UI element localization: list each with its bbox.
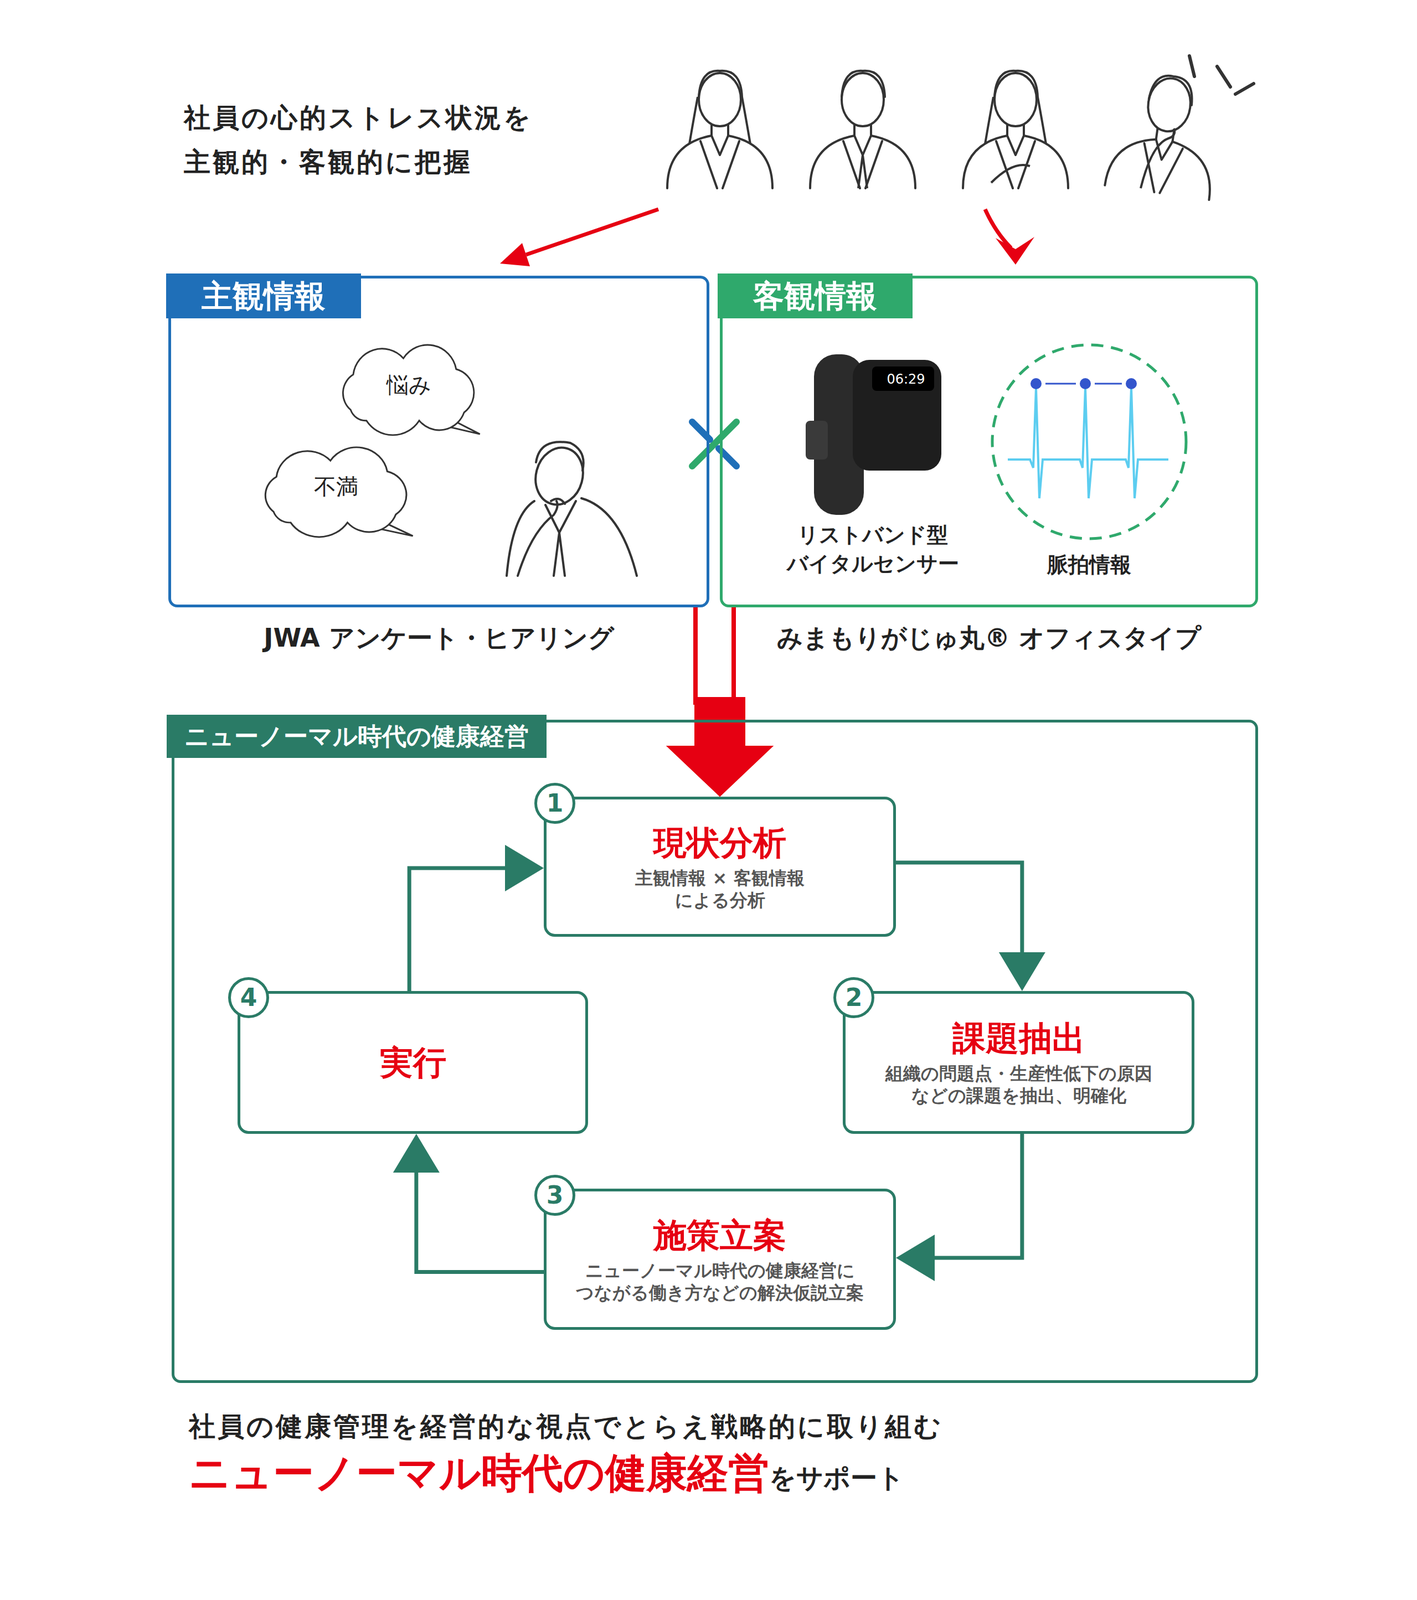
tie [553,532,565,576]
flow-arrow [409,844,544,992]
employee [1104,69,1226,201]
slogan-row: ニューノーマル時代の健康経営をサポート [188,1446,905,1502]
step-title: 課題抽出 [952,1018,1086,1059]
employees [667,55,1254,200]
speech-bubble: 悩み [329,339,488,437]
buckle [805,420,828,460]
flow-arrow [666,607,774,797]
step-title: 現状分析 [653,822,787,863]
step-title: 施策立案 [653,1215,787,1256]
slogan-emphasis: ニューノーマル時代の健康経営 [188,1446,770,1502]
feed-line [719,607,734,703]
step-body: ニューノーマル時代の健康経営に つながる働き方などの解決仮説立案 [559,1259,880,1305]
dashed-circle [992,344,1187,539]
panel-heading: ニューノーマル時代の健康経営 [166,714,547,759]
hand [550,498,565,504]
bubble-text: 悩み [386,369,432,401]
step-body: 組織の問題点・生産性低下の原因 などの課題を抽出、明確化 [861,1062,1177,1107]
connector-line [409,868,506,992]
red-arrow [526,209,659,255]
process-box: 現状分析主観情報 × 客観情報 による分析1 [543,796,896,937]
fat-arrow [666,697,774,797]
panel-heading: 客観情報 [717,273,913,319]
module [852,359,942,471]
hair [536,441,584,471]
feed-line [695,607,720,703]
panel-caption: JWA アンケート・ヒアリング [171,621,707,656]
hair [689,96,751,144]
cross-line [692,421,737,467]
interval-line [1045,383,1076,385]
peak-dot [1125,378,1137,390]
hair [985,96,1046,144]
head [529,442,590,510]
employee [667,70,773,189]
arrow-head [500,243,530,267]
bubble-cloud [265,447,407,538]
arm [1140,128,1175,189]
process-box: 実行4 [237,991,589,1135]
pulse-figure [992,344,1187,539]
caption-text: 社員の健康管理を経営的な視点でとらえ戦略的に取り組む [188,1409,944,1445]
step-title: 実行 [379,1042,447,1083]
collar [545,501,576,533]
wristband [805,354,942,515]
arrow-head [995,236,1035,265]
flow-arrow [895,862,1046,992]
stress-marks [1189,55,1254,95]
arrow-head [895,1234,935,1282]
step-body: 主観情報 × 客観情報 による分析 [620,867,820,912]
connector-line [895,862,1023,953]
panel-box: ニューノーマル時代の健康経営現状分析主観情報 × 客観情報 による分析1課題抽出… [171,719,1259,1384]
slogan-tail: をサポート [769,1460,905,1497]
employee [810,70,916,189]
speech-bubble: 不満 [250,441,422,539]
flow-arrow [895,1134,1023,1282]
arm [991,165,1030,183]
arrow-head [505,844,544,892]
connector-line [416,1172,544,1272]
arrow-head [998,952,1046,992]
bubble-text: 不満 [313,471,359,503]
callout-number: 4 [228,977,270,1019]
device-label: リストバンド型 バイタルセンサー [761,520,984,579]
worried-person [506,441,637,576]
peak-dot [1030,378,1042,390]
cross-symbol [692,421,737,467]
arrow-head [393,1134,440,1173]
bubble-cloud [342,344,474,436]
pulse-label: 脈拍情報 [1006,550,1173,580]
split-arrows [500,209,1035,267]
callout-number: 2 [833,977,875,1019]
process-box: 施策立案ニューノーマル時代の健康経営に つながる働き方などの解決仮説立案3 [543,1188,896,1331]
screen-text: 06:29 [875,369,937,390]
flow-arrow [666,607,774,797]
flow-arrow [393,1134,544,1272]
red-arrow [985,209,1012,249]
panel-box: 主観情報JWA アンケート・ヒアリング悩み不満 [168,275,710,608]
callout-number: 1 [534,782,576,824]
pulse-wave [1007,387,1169,499]
arm [517,501,558,576]
tie [858,155,868,189]
body [581,498,637,576]
title-text: 社員の心的ストレス状況を 主観的・客観的に把握 [183,95,583,184]
fat-arrow [666,697,774,797]
peak-dot [1079,378,1091,390]
process-box: 課題抽出組織の問題点・生産性低下の原因 などの課題を抽出、明確化2 [842,991,1195,1135]
panel-heading: 主観情報 [166,273,362,319]
panel-caption: みまもりがじゅ丸® オフィスタイプ [722,621,1256,656]
interval-line [1094,383,1122,385]
connector-line [934,1134,1023,1259]
employee [962,70,1069,189]
callout-number: 3 [534,1175,576,1216]
